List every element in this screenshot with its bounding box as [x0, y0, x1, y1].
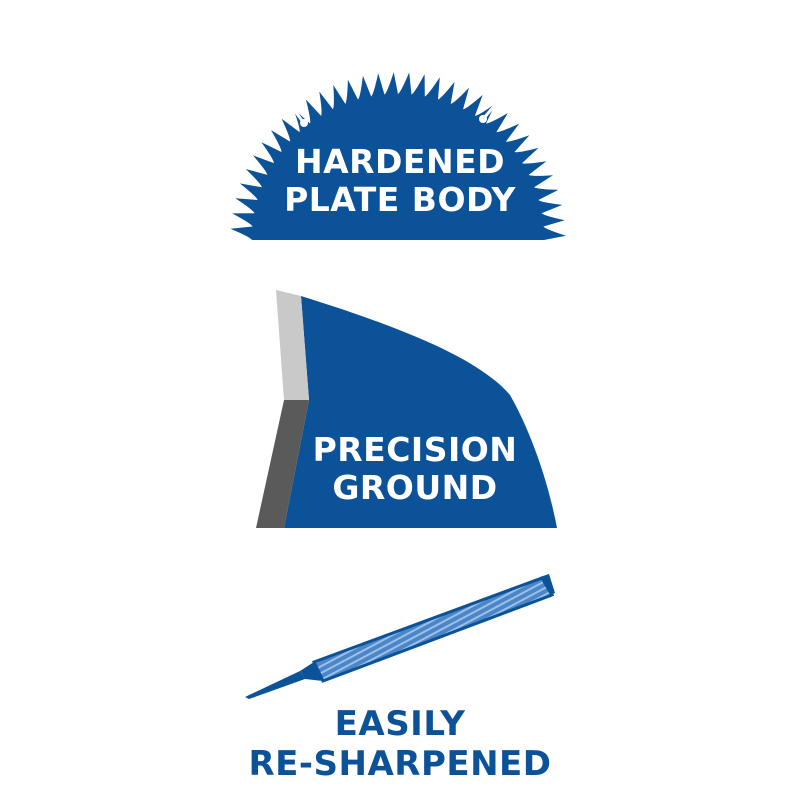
feature-label-line: PRECISION: [312, 430, 518, 469]
file-ferrule: [300, 662, 323, 681]
ground-tooth-icon: [256, 290, 557, 528]
file-tang: [245, 671, 305, 699]
feature-label-line: EASILY: [334, 704, 466, 744]
feature-label-precision: PRECISION GROUND: [0, 431, 800, 507]
feature-label-line: GROUND: [332, 468, 498, 507]
file-blade: [311, 576, 555, 683]
saw-blade-icon: [230, 72, 566, 240]
file-tool-icon: [245, 574, 555, 699]
tooth-tip-light: [276, 290, 309, 400]
feature-label-resharpened: EASILY RE-SHARPENED: [0, 704, 800, 784]
feature-label-line: RE-SHARPENED: [248, 744, 552, 784]
saw-blade-pin-left-dot: [300, 119, 308, 127]
saw-blade-pin-right-dot: [479, 115, 487, 123]
saw-blade-pin-left: [285, 99, 305, 123]
saw-blade-body: [230, 72, 566, 240]
tooth-body: [284, 296, 557, 528]
tooth-tip-dark: [256, 400, 309, 528]
feature-label-line: HARDENED: [294, 142, 506, 181]
file-tip: [540, 574, 555, 595]
feature-label-line: PLATE BODY: [284, 180, 516, 219]
saw-blade-pin-right: [482, 98, 502, 119]
feature-label-hardened: HARDENED PLATE BODY: [0, 143, 800, 219]
